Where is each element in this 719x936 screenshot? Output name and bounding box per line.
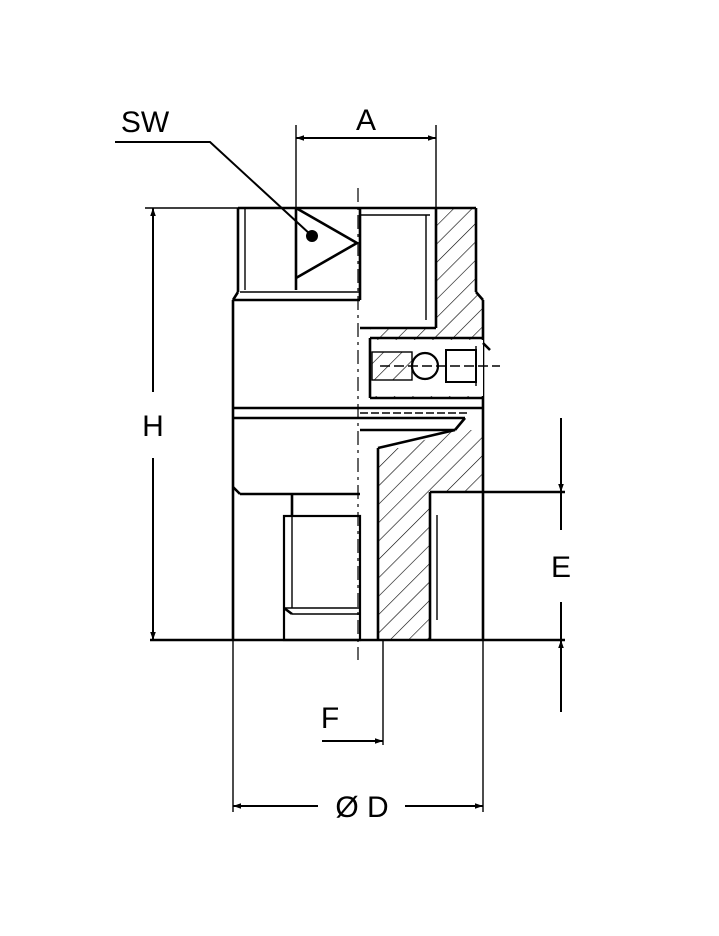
lower-bore bbox=[282, 448, 565, 642]
sw-label: SW bbox=[121, 106, 170, 139]
upper-bore bbox=[358, 208, 438, 330]
dimension-e: E bbox=[551, 418, 571, 712]
dimension-e-label: E bbox=[551, 551, 571, 584]
dimension-h: H bbox=[142, 207, 238, 640]
dimension-a: A bbox=[295, 104, 437, 208]
hex-socket bbox=[294, 206, 360, 290]
set-screw bbox=[368, 336, 500, 400]
dimension-f-label: F bbox=[321, 702, 339, 735]
dimension-d: Ø D bbox=[232, 640, 484, 824]
dimension-d-label: Ø D bbox=[335, 791, 388, 824]
dimension-a-label: A bbox=[356, 104, 376, 137]
hub-outline bbox=[150, 206, 565, 642]
clamp-slot bbox=[360, 406, 483, 450]
dimension-h-label: H bbox=[142, 410, 164, 443]
sw-callout: SW bbox=[115, 106, 312, 236]
dimension-f: F bbox=[321, 640, 384, 745]
